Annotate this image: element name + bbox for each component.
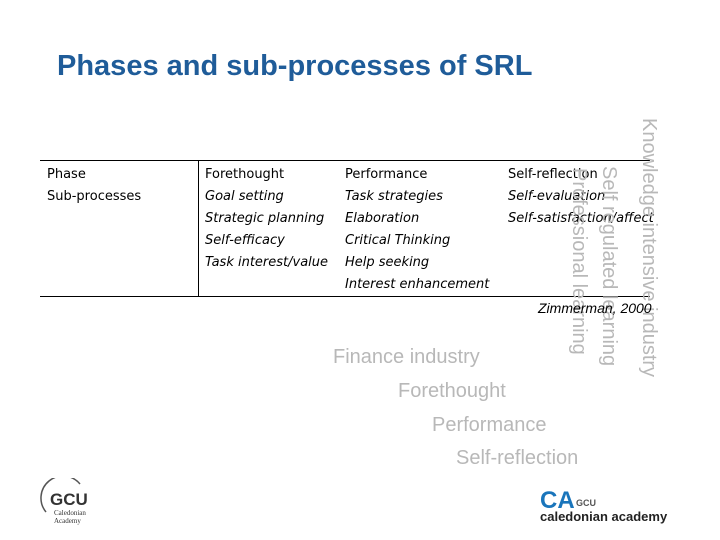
ca-logo-name: caledonian academy <box>540 509 668 524</box>
list-item: Self-satisfaction/affect <box>508 211 654 226</box>
ca-logo-mark: CA <box>540 487 575 514</box>
gcu-logo-line1: Caledonian <box>54 509 86 517</box>
list-item: Self-efficacy <box>205 233 285 248</box>
column-header-performance: Performance <box>345 167 428 182</box>
ca-logo-sub: GCU <box>576 498 596 508</box>
list-item: Goal setting <box>205 189 284 204</box>
gcu-logo-mark: GCU <box>50 490 88 509</box>
table-top-rule <box>40 160 650 161</box>
table-bottom-rule <box>40 296 650 297</box>
table-divider <box>198 160 199 296</box>
grey-line-performance: Performance <box>432 414 547 436</box>
list-item: Self-evaluation <box>508 189 606 204</box>
vertical-label-srl: Self regulated learning <box>598 166 620 367</box>
list-item: Task strategies <box>345 189 443 204</box>
list-item: Critical Thinking <box>345 233 451 248</box>
citation: Zimmerman, 2000 <box>538 300 652 316</box>
vertical-label-knowledge-industry: Knowledge intensive industry <box>638 118 660 378</box>
grey-line-forethought: Forethought <box>398 380 506 402</box>
list-item: Interest enhancement <box>345 277 490 292</box>
list-item: Strategic planning <box>205 211 325 226</box>
gcu-logo-arc <box>40 478 81 513</box>
grey-line-self-reflection: Self-reflection <box>456 447 579 469</box>
caledonian-academy-logo: CA GCU caledonian academy <box>540 487 668 524</box>
vertical-label-professional-learning: Professional learning <box>568 168 590 355</box>
row-label-subprocesses: Sub-processes <box>47 189 142 204</box>
list-item: Help seeking <box>345 255 430 270</box>
list-item: Task interest/value <box>205 255 329 270</box>
list-item: Elaboration <box>345 211 420 226</box>
column-header-self-reflection: Self-reflection <box>508 167 598 182</box>
row-label-phase: Phase <box>47 167 86 182</box>
grey-line-finance: Finance industry <box>333 346 480 368</box>
column-header-forethought: Forethought <box>205 167 285 182</box>
gcu-logo-line2: Academy <box>54 517 81 525</box>
gcu-logo: GCU Caledonian Academy <box>40 478 88 525</box>
page-title: Phases and sub-processes of SRL <box>57 50 533 82</box>
